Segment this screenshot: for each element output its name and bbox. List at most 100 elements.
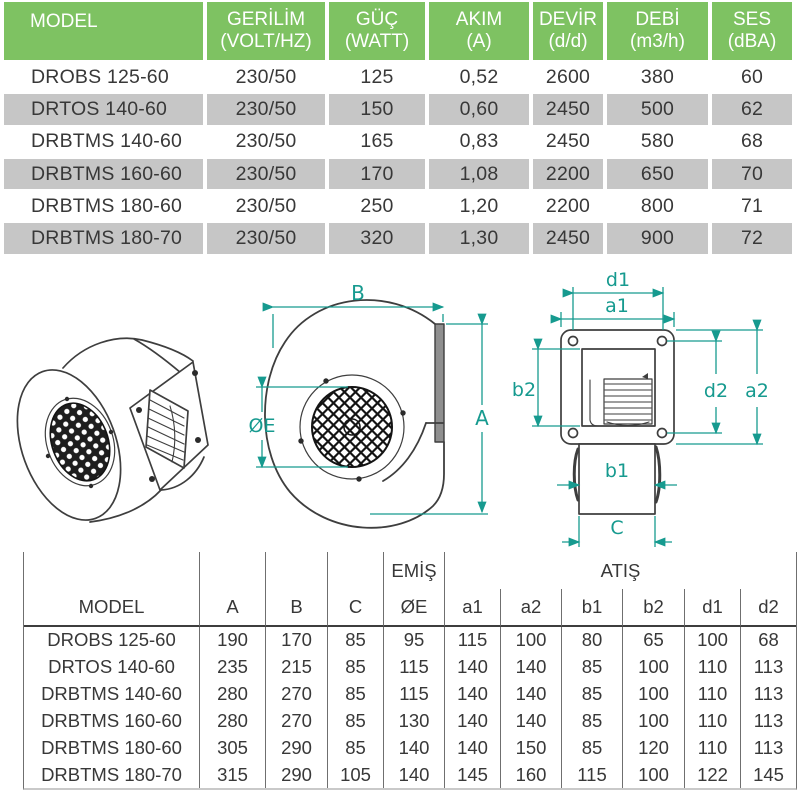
value-cell: 100 <box>622 707 684 735</box>
value-cell: 85 <box>561 707 622 735</box>
header-label: AKIM <box>455 8 503 30</box>
value-cell: 230/50 <box>207 126 329 159</box>
value-cell: 1,30 <box>429 223 533 256</box>
dim-label-a2: a2 <box>745 380 769 402</box>
value-cell: 80 <box>561 627 622 654</box>
col-header-debi: DEBİ (m3/h) <box>607 2 712 62</box>
value-cell: 110 <box>684 734 740 762</box>
dim-label-c: C <box>610 517 623 539</box>
group-header-spacer <box>24 552 199 589</box>
header-unit: (VOLT/HZ) <box>220 31 312 52</box>
group-header-spacer <box>199 552 265 589</box>
dimension-table: EMİŞ ATIŞ MODEL A B C ØE a1 a2 b1 b2 d1 … <box>23 552 797 791</box>
dim-label-oe: ØE <box>249 415 276 437</box>
header-label: MODEL <box>30 11 98 32</box>
value-cell: 113 <box>740 707 796 735</box>
value-cell: 100 <box>622 680 684 708</box>
header-unit: (dBA) <box>727 31 777 52</box>
header-label: GÜÇ <box>355 8 399 30</box>
col-header-a: A <box>199 589 265 627</box>
value-cell: 100 <box>622 653 684 681</box>
value-cell: 60 <box>712 62 792 95</box>
value-cell: 270 <box>265 680 327 708</box>
value-cell: 95 <box>383 627 444 654</box>
value-cell: 500 <box>607 94 712 127</box>
drawing-side-view: B ØE A <box>249 281 489 529</box>
value-cell: 1,20 <box>429 191 533 224</box>
value-cell: 68 <box>740 627 796 654</box>
header-unit: (m3/h) <box>630 31 685 52</box>
drawing-perspective-view <box>16 337 209 523</box>
model-cell: DRBTMS 160-60 <box>41 710 182 732</box>
col-header-d1: d1 <box>684 589 740 627</box>
value-cell: 115 <box>444 627 500 654</box>
value-cell: 62 <box>712 94 792 127</box>
value-cell: 215 <box>265 653 327 681</box>
value-cell: 140 <box>444 707 500 735</box>
model-cell: DRBTMS 180-60 <box>41 737 182 758</box>
header-unit: (WATT) <box>344 31 410 52</box>
value-cell: 115 <box>561 761 622 789</box>
value-cell: 70 <box>712 158 792 192</box>
col-header-gerilim: GERİLİM (VOLT/HZ) <box>207 2 329 62</box>
value-cell: 105 <box>327 761 383 789</box>
value-cell: 140 <box>444 734 500 762</box>
model-cell: DRBTMS 180-70 <box>4 223 207 256</box>
value-cell: 85 <box>327 680 383 708</box>
dim-label-b: B <box>351 281 365 305</box>
model-cell: DRBTMS 180-70 <box>41 763 182 785</box>
value-cell: 145 <box>740 761 796 789</box>
value-cell: 125 <box>329 62 429 95</box>
dim-label-b2: b2 <box>512 379 536 401</box>
value-cell: 2450 <box>533 223 607 256</box>
value-cell: 305 <box>199 734 265 762</box>
value-cell: 85 <box>327 707 383 735</box>
col-header-oe: ØE <box>383 589 444 627</box>
value-cell: 85 <box>327 734 383 762</box>
col-header-a1: a1 <box>444 589 500 627</box>
dim-label-d1: d1 <box>606 269 630 291</box>
value-cell: 115 <box>383 680 444 708</box>
group-header-atis: ATIŞ <box>444 552 796 589</box>
value-cell: 580 <box>607 126 712 159</box>
col-header-ses: SES (dBA) <box>712 2 792 62</box>
dim-label-d2: d2 <box>704 380 728 402</box>
value-cell: 68 <box>712 126 792 159</box>
value-cell: 2450 <box>533 94 607 127</box>
value-cell: 115 <box>383 653 444 681</box>
header-label: SES <box>732 8 772 30</box>
value-cell: 72 <box>712 223 792 256</box>
header-label: DEVİR <box>538 8 598 30</box>
col-header-a2: a2 <box>500 589 561 627</box>
value-cell: 230/50 <box>207 158 329 192</box>
value-cell: 113 <box>740 734 796 762</box>
header-unit: (A) <box>466 31 492 52</box>
col-header-devir: DEVİR (d/d) <box>533 2 607 62</box>
value-cell: 140 <box>500 680 561 708</box>
value-cell: 100 <box>622 761 684 789</box>
group-header-spacer <box>265 552 327 589</box>
value-cell: 230/50 <box>207 94 329 127</box>
value-cell: 250 <box>329 191 429 224</box>
dim-label-a1: a1 <box>605 295 629 317</box>
value-cell: 140 <box>383 734 444 762</box>
value-cell: 280 <box>199 707 265 735</box>
value-cell: 2200 <box>533 191 607 224</box>
model-cell: DRBTMS 180-60 <box>4 191 207 224</box>
col-header-guc: GÜÇ (WATT) <box>329 2 429 62</box>
value-cell: 130 <box>383 707 444 735</box>
value-cell: 650 <box>607 158 712 192</box>
value-cell: 235 <box>199 653 265 681</box>
value-cell: 110 <box>684 680 740 708</box>
value-cell: 140 <box>500 707 561 735</box>
model-cell: DRTOS 140-60 <box>48 656 175 678</box>
value-cell: 100 <box>500 627 561 654</box>
value-cell: 2450 <box>533 126 607 159</box>
group-header-emis: EMİŞ <box>383 552 444 589</box>
value-cell: 290 <box>265 761 327 789</box>
value-cell: 85 <box>327 653 383 681</box>
value-cell: 85 <box>561 653 622 681</box>
group-header-spacer <box>327 552 383 589</box>
value-cell: 170 <box>329 158 429 192</box>
